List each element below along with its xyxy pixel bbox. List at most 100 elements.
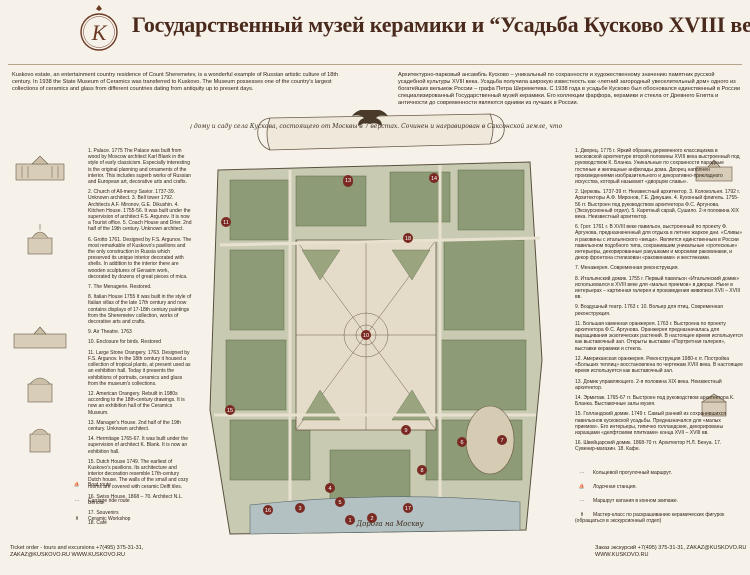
road-label: Дорога на Москву: [355, 520, 424, 528]
legend-item: 1. Palace. 1775 The Palace was built fro…: [88, 148, 192, 186]
footer-tickets: Ticket order - tours and excursions +7(4…: [10, 545, 144, 551]
route-icon: ⋯: [579, 470, 585, 476]
marker-5[interactable]: [335, 497, 345, 507]
church-thumbnail: [27, 224, 53, 255]
marker-label: 2: [370, 516, 373, 522]
footer-site[interactable]: WWW.KUSKOVO.RU: [595, 552, 649, 558]
marker-label: 9: [404, 428, 407, 434]
symbol-carriage-ru: ⋯Маршрут катания в конном экипаже.: [575, 498, 679, 504]
symbol-ceramic-workshop: ⚱Ceramic Workshop: [70, 516, 131, 522]
eagle-emblem: [352, 110, 388, 126]
footer-english: Ticket order - tours and excursions +7(4…: [10, 545, 143, 559]
marker-11[interactable]: [221, 217, 231, 227]
legend-item: 10. Enclosure for birds. Restored: [88, 339, 162, 346]
legend-item: 16. Swiss House. 1868 – 70. Architect N.…: [88, 493, 183, 506]
symbol-ceramic-ru: ⚱Мастер-класс по раскрашиванию керамичес…: [575, 512, 725, 524]
marker-label: 10: [363, 333, 369, 339]
boat-icon: ⛵: [578, 484, 586, 490]
symbol-carriage-route: ⋯Carriage ride route: [70, 498, 130, 504]
marker-17[interactable]: [403, 503, 413, 513]
symbol-route-ru: ⋯Кольцевой прогулочный маршрут.: [575, 470, 672, 476]
house-thumbnail-right: [701, 393, 727, 417]
logo-letter: К: [91, 20, 108, 45]
title-banner: [257, 113, 505, 151]
marker-label: 13: [345, 178, 351, 184]
legend-item: 12. American Orangery. Rebuilt in 1980s …: [88, 390, 185, 416]
legend-item: 2. Church of All-mercy Savior. 1737-39. …: [88, 189, 192, 233]
marker-18[interactable]: [403, 233, 413, 243]
legend-item: 14. Hermitage 1765-67. It was built unde…: [88, 436, 189, 455]
ceramic-icon: ⚱: [74, 516, 80, 522]
marker-6[interactable]: [457, 437, 467, 447]
legend-item-ru: 14. Эрмитаж. 1765-67 гг. Выстроен под ру…: [575, 394, 735, 408]
legend-item-ru: 8. Итальянский домик. 1755 г. Первый пав…: [575, 275, 741, 301]
marker-13[interactable]: [343, 175, 353, 185]
legend-item-ru: 1. Дворец. 1775 г. Яркий образец деревян…: [575, 148, 740, 186]
intro-russian: Архитектурно-парковый ансамбль Кусково –…: [398, 72, 740, 106]
boat-icon: ⛵: [73, 482, 81, 488]
marker-label: 7: [500, 438, 503, 444]
marker-label: 14: [431, 176, 437, 182]
marker-label: 16: [265, 508, 271, 514]
legend-item-ru: 15. Голландский домик. 1749 г. Самый ран…: [575, 411, 726, 436]
marker-8[interactable]: [417, 465, 427, 475]
marker-label: 17: [405, 506, 411, 512]
legend-item: 7. The Menagerie. Restored.: [88, 284, 152, 291]
legend-item-ru: 12. Американская оранжерея. Реконструкци…: [575, 355, 743, 375]
marker-label: 15: [227, 408, 233, 414]
marker-1[interactable]: [345, 515, 355, 525]
palace-thumbnail-right: [695, 159, 733, 182]
palace-thumbnail: [15, 155, 65, 181]
marker-4[interactable]: [325, 483, 335, 493]
legend-item: 13. Manager's House. 2nd half of the 19t…: [88, 419, 181, 432]
carriage-icon: ⋯: [74, 498, 80, 504]
marker-label: 5: [338, 500, 341, 506]
marker-15[interactable]: [225, 405, 235, 415]
intro-english: Kuskovo estate, an entertainment country…: [12, 72, 339, 92]
legend-item: 15. Dutch House 1749. The earliest of Ku…: [88, 458, 189, 490]
marker-10[interactable]: [361, 330, 371, 340]
museum-logo: К: [80, 5, 118, 51]
marker-label: 4: [328, 486, 331, 492]
legend-item: 9. Air Theatre. 1763: [88, 329, 132, 336]
legend-item-ru: 16. Швейцарский домик. 1868-70 гг. Архит…: [575, 440, 722, 453]
marker-label: 3: [298, 506, 301, 512]
marker-9[interactable]: [401, 425, 411, 435]
banner-text: План увеселительному дому и саду села Ку…: [190, 123, 562, 130]
footer-tickets-ru: Заказ экскурсий +7(495) 375-31-31, ZAKAZ…: [595, 545, 747, 551]
legend-item: 6. Grotto 1761. Designed by F.S. Argunov…: [88, 236, 192, 280]
legend-item-ru: 2. Церковь. 1737-39 гг. Неизвестный архи…: [575, 189, 740, 221]
orangery-thumbnail: [13, 326, 67, 349]
carriage-icon: ⋯: [579, 498, 585, 504]
divider: [8, 64, 742, 65]
legend-item: 11. Large Stone Orangery. 1763. Designed…: [88, 349, 191, 387]
symbol-boat-route: ⛵Boat route: [70, 482, 111, 488]
legend-item-ru: 13. Домик управляющего. 2-я половина XIX…: [575, 378, 722, 391]
marker-2[interactable]: [367, 513, 377, 523]
legend-russian: 1. Дворец. 1775 г. Яркий образец деревян…: [575, 148, 743, 457]
legend-item-ru: 6. Грот. 1761 г. В XVIII веке павильон, …: [575, 224, 743, 262]
footer-contacts[interactable]: ZAKAZ@KUSKOVO.RU WWW.KUSKOVO.RU: [10, 552, 125, 558]
estate-map: План увеселительному дому и саду села Ку…: [190, 110, 562, 535]
map-markers: 123456789101112131415161718: [221, 173, 507, 525]
footer-russian: Заказ экскурсий +7(495) 375-31-31, ZAKAZ…: [595, 545, 746, 559]
marker-label: 8: [420, 468, 423, 474]
marker-label: 11: [223, 220, 229, 226]
pavilion-thumbnail: [29, 428, 51, 453]
marker-label: 1: [348, 518, 351, 524]
legend-item: 18. Café: [88, 520, 107, 527]
legend-item-ru: 9. Воздушный театр. 1763 г. 10. Вольер д…: [575, 304, 723, 317]
marker-14[interactable]: [429, 173, 439, 183]
marker-16[interactable]: [263, 505, 273, 515]
legend-item: 17. Souvenirs: [88, 510, 119, 517]
legend-item: 8. Italian House 1755 It was built in th…: [88, 294, 192, 326]
marker-3[interactable]: [295, 503, 305, 513]
marker-label: 18: [405, 236, 411, 242]
legend-english: 1. Palace. 1775 The Palace was built fro…: [88, 148, 192, 531]
legend-item-ru: 11. Большая каменная оранжерея. 1763 г. …: [575, 320, 743, 352]
grotto-thumbnail: [27, 377, 53, 403]
symbol-boat-ru: ⛵Лодочная станция.: [575, 484, 637, 490]
marker-7[interactable]: [497, 435, 507, 445]
page-title: Государственный музей керамики и “Усадьб…: [132, 12, 750, 37]
